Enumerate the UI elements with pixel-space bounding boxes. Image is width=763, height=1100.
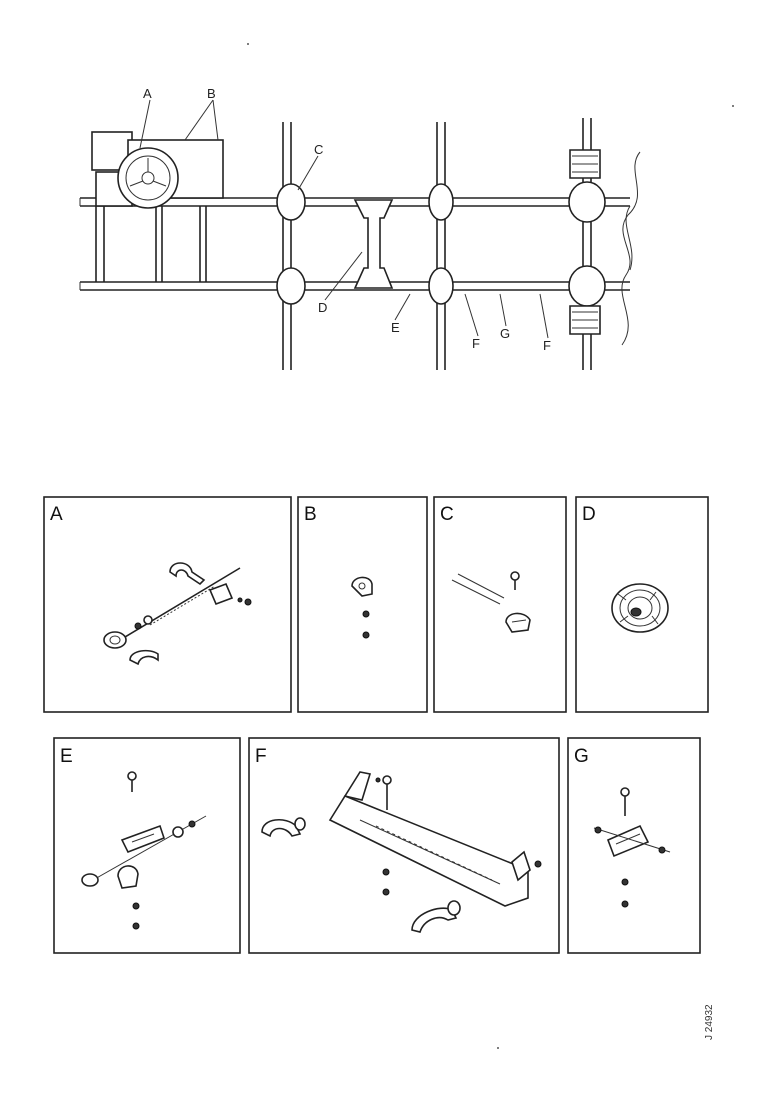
washer-icon bbox=[134, 615, 153, 630]
panel-b: B bbox=[297, 496, 428, 713]
nut-icon bbox=[382, 888, 390, 896]
panel-g: G bbox=[567, 737, 701, 954]
panel-a-label: A bbox=[50, 504, 63, 525]
clamp-icon bbox=[351, 576, 373, 597]
nut-icon bbox=[621, 900, 629, 908]
bolt-icon bbox=[510, 571, 520, 590]
panel-b-label: B bbox=[304, 504, 317, 525]
threaded-rod-icon bbox=[149, 585, 216, 626]
panel-c-label: C bbox=[440, 504, 454, 525]
rod-line bbox=[593, 827, 671, 853]
mounting-bracket-icon bbox=[120, 824, 165, 854]
right-clamps bbox=[569, 149, 601, 335]
overview-label-a: A bbox=[143, 86, 152, 101]
scan-speck bbox=[247, 43, 249, 45]
frame-overview: A B C D E F G F bbox=[79, 86, 641, 370]
washer-icon bbox=[362, 610, 370, 618]
bolt-icon bbox=[382, 775, 392, 810]
bolt-icon bbox=[127, 771, 137, 792]
panel-f: F bbox=[248, 737, 560, 954]
panel-g-label: G bbox=[574, 746, 589, 767]
frame-joints bbox=[276, 181, 606, 307]
overview-label-b: B bbox=[207, 86, 216, 101]
nut-icon bbox=[534, 860, 542, 868]
bolt-icon bbox=[620, 787, 630, 816]
nut-icon bbox=[188, 820, 196, 828]
d-member bbox=[353, 199, 394, 289]
panel-e: E bbox=[53, 737, 241, 954]
rod-line bbox=[85, 815, 207, 885]
figure-number: J 24932 bbox=[704, 1004, 715, 1040]
leader-lines bbox=[139, 99, 549, 339]
panel-d-label: D bbox=[582, 504, 596, 525]
pipe-line-2 bbox=[457, 573, 505, 599]
u-bolt-icon bbox=[169, 562, 206, 586]
washer-icon bbox=[621, 878, 629, 886]
nut-icon bbox=[132, 922, 140, 930]
panel-d: D bbox=[575, 496, 709, 713]
nut-icon bbox=[658, 846, 666, 854]
pipe-line bbox=[451, 579, 501, 605]
u-bolt-lower-icon bbox=[411, 900, 461, 933]
washer-icon bbox=[594, 826, 602, 834]
washer-icon bbox=[132, 902, 140, 910]
overview-label-c: C bbox=[314, 142, 323, 157]
overview-label-g: G bbox=[500, 326, 510, 341]
rubber-bushing-icon bbox=[81, 873, 99, 887]
overview-label-f1: F bbox=[472, 336, 480, 351]
spare-wheel-icon bbox=[117, 147, 179, 209]
panel-a: A bbox=[43, 496, 292, 713]
overview-label-f2: F bbox=[543, 338, 551, 353]
panel-c: C bbox=[433, 496, 567, 713]
overview-label-d: D bbox=[318, 300, 327, 315]
mounting-bracket-icon bbox=[606, 824, 650, 858]
frame-cutoff bbox=[621, 151, 641, 346]
panel-e-label: E bbox=[60, 746, 73, 767]
washer-icon bbox=[382, 868, 390, 876]
rubber-bushing-icon bbox=[611, 583, 669, 633]
clamp-icon bbox=[505, 612, 531, 633]
frame-rails bbox=[79, 197, 630, 291]
overview-label-e: E bbox=[391, 320, 400, 335]
u-bolt-lower-icon bbox=[129, 649, 159, 666]
u-bolt-icon bbox=[261, 817, 306, 838]
nut-icon bbox=[362, 631, 370, 639]
clamp-icon bbox=[208, 582, 252, 606]
scan-speck bbox=[732, 105, 734, 107]
cross-members bbox=[282, 118, 592, 370]
left-struts bbox=[95, 206, 207, 282]
rubber-bushing-icon bbox=[103, 631, 127, 649]
nut-icon bbox=[375, 777, 381, 783]
clamp-icon bbox=[117, 865, 139, 889]
panel-f-label: F bbox=[255, 746, 267, 767]
scan-speck bbox=[497, 1047, 499, 1049]
mounting-bracket-icon bbox=[328, 771, 531, 907]
washer-icon bbox=[172, 826, 184, 838]
